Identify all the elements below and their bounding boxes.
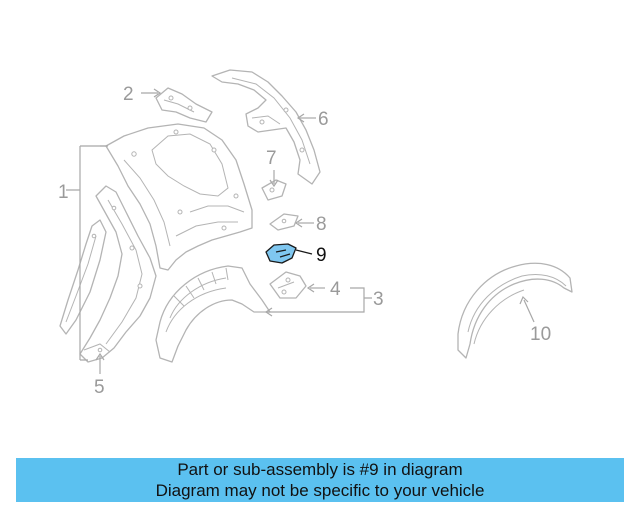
part-10-wheel-liner — [457, 262, 573, 359]
part-5-quarter-pillar — [79, 185, 157, 363]
part-4-bracket — [269, 271, 307, 299]
callout-1: 1 — [58, 182, 69, 203]
callout-7: 7 — [266, 148, 277, 169]
part-2-bracket — [155, 87, 213, 123]
part-1-quarter-inner — [105, 123, 253, 271]
part-9-highlighted — [265, 243, 313, 264]
part-8-tab — [269, 213, 299, 231]
callout-labels: 1 2 3 4 5 6 7 8 9 10 — [58, 84, 551, 398]
callout-10: 10 — [530, 324, 551, 345]
banner-line-2: Diagram may not be specific to your vehi… — [155, 481, 485, 500]
callout-2: 2 — [123, 84, 134, 105]
callout-4: 4 — [330, 279, 341, 300]
callout-8: 8 — [316, 214, 327, 235]
part-6-upper-pillar — [211, 69, 321, 185]
part-3-inner-wheelhouse — [155, 265, 271, 363]
info-banner: Part or sub-assembly is #9 in diagram Di… — [16, 458, 624, 502]
parts-diagram: 1 2 3 4 5 6 7 8 9 10 — [58, 69, 573, 398]
callout-6: 6 — [318, 109, 329, 130]
part-7-gusset — [261, 179, 287, 201]
callout-9: 9 — [316, 245, 327, 266]
leader-lines — [66, 88, 535, 374]
part-1-pillar-strip — [59, 219, 107, 335]
callout-3: 3 — [373, 289, 384, 310]
banner-line-1: Part or sub-assembly is #9 in diagram — [177, 460, 463, 479]
callout-5: 5 — [94, 377, 105, 398]
